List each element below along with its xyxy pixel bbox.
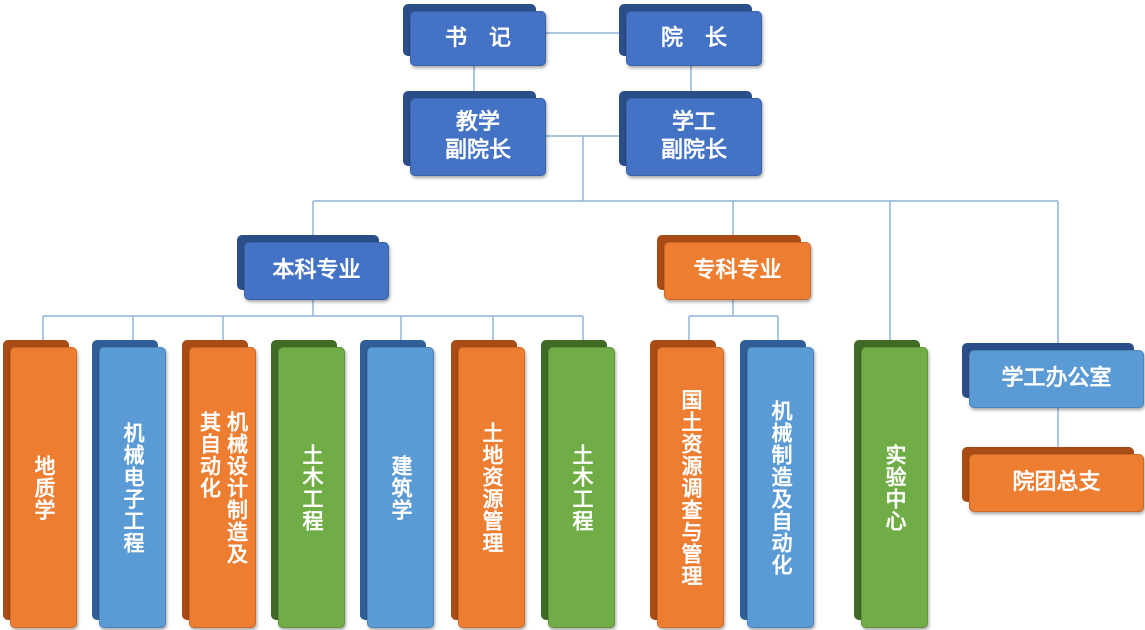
vice-dean-student-label: 学工 副院长 — [660, 110, 727, 163]
major-architecture-label: 建筑学 — [389, 454, 413, 521]
undergraduate-box: 本科专业 — [237, 235, 389, 300]
major-mechanical-manufacturing: 机械制造及自动化 — [740, 340, 814, 628]
major-geology-label: 地质学 — [32, 454, 56, 521]
dean-label: 院 长 — [660, 25, 727, 51]
major-mechanical-design-label-col2: 其自动化 — [197, 410, 222, 499]
vice-dean-student-box: 学工 副院长 — [619, 91, 762, 176]
major-civil-engineering-1: 土木工程 — [271, 340, 345, 628]
major-land-survey-management: 国土资源调查与管理 — [650, 340, 724, 628]
experiment-center-box: 实验中心 — [854, 340, 928, 628]
major-land-survey-management-label: 国土资源调查与管理 — [679, 388, 703, 587]
major-land-resource-management: 土地资源管理 — [451, 340, 525, 628]
youth-league-branch-label: 院团总支 — [1012, 470, 1101, 495]
youth-league-branch-box: 院团总支 — [962, 447, 1144, 512]
student-affairs-office-box: 学工办公室 — [962, 343, 1144, 408]
major-civil-engineering-2-label: 土木工程 — [570, 443, 594, 532]
secretary-label: 书 记 — [444, 25, 511, 51]
major-civil-engineering-1-label: 土木工程 — [300, 443, 324, 532]
major-geology: 地质学 — [3, 340, 77, 628]
major-mechanical-design: 机械设计制造及 其自动化 — [182, 340, 256, 628]
major-mechatronics: 机械电子工程 — [92, 340, 166, 628]
vice-dean-teaching-box: 教学 副院长 — [403, 91, 546, 176]
vice-dean-teaching-label: 教学 副院长 — [444, 110, 511, 163]
student-affairs-office-label: 学工办公室 — [1001, 366, 1112, 391]
major-architecture: 建筑学 — [360, 340, 434, 628]
major-civil-engineering-2: 土木工程 — [541, 340, 615, 628]
major-mechanical-manufacturing-label: 机械制造及自动化 — [769, 399, 793, 576]
dean-box: 院 长 — [619, 4, 762, 66]
junior-college-label: 专科专业 — [693, 258, 782, 283]
experiment-center-label: 实验中心 — [883, 443, 907, 532]
secretary-box: 书 记 — [403, 4, 546, 66]
major-land-resource-management-label: 土地资源管理 — [480, 421, 504, 554]
major-mechatronics-label: 机械电子工程 — [121, 421, 145, 554]
junior-college-box: 专科专业 — [657, 235, 811, 300]
major-mechanical-design-label-col1: 机械设计制造及 — [224, 410, 249, 565]
undergraduate-label: 本科专业 — [272, 258, 361, 283]
